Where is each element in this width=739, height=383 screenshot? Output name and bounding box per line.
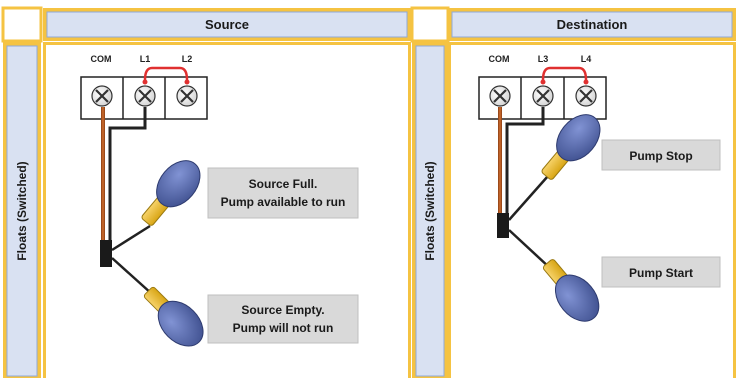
source-header-text: Source	[205, 17, 249, 32]
source-wires	[100, 107, 153, 295]
source-empty-line1: Source Empty.	[241, 303, 324, 317]
screw-icon	[489, 85, 511, 107]
source-side-label-box	[6, 45, 38, 377]
pump-start-text: Pump Start	[629, 266, 693, 280]
destination-header	[451, 11, 733, 38]
destination-terminal-com-label: COM	[489, 54, 510, 64]
source-full-line2: Pump available to run	[221, 195, 346, 209]
source-empty-label: Source Empty. Pump will not run	[207, 294, 359, 344]
source-empty-line2: Pump will not run	[233, 321, 334, 335]
destination-upper-float	[541, 114, 601, 180]
destination-side-label-box	[415, 45, 445, 377]
source-terminal-l1-label: L1	[140, 54, 151, 64]
destination-terminal-l4-label: L4	[581, 54, 592, 64]
screw-icon	[532, 85, 554, 107]
destination-cable-junction	[497, 213, 509, 238]
pump-stop-label: Pump Stop	[601, 139, 721, 171]
destination-header-text: Destination	[557, 17, 628, 32]
destination-wires	[497, 107, 551, 269]
destination-jumper-wire	[541, 66, 588, 81]
source-full-label: Source Full. Pump available to run	[207, 167, 359, 219]
destination-lower-float	[542, 259, 600, 322]
screw-icon	[134, 85, 156, 107]
source-terminal-l2-label: L2	[182, 54, 193, 64]
destination-side-label: Floats (Switched)	[423, 161, 437, 260]
source-upper-float	[141, 160, 201, 226]
destination-terminal-l3-label: L3	[538, 54, 549, 64]
screw-icon	[91, 85, 113, 107]
layout-frame	[1, 6, 736, 381]
pump-stop-text: Pump Stop	[629, 149, 692, 163]
screw-icon	[575, 85, 597, 107]
pump-start-label: Pump Start	[601, 256, 721, 288]
screw-icon	[176, 85, 198, 107]
source-full-line1: Source Full.	[249, 177, 318, 191]
source-terminal-com-label: COM	[91, 54, 112, 64]
source-jumper-wire	[143, 66, 189, 81]
corner-cell-middle	[410, 6, 450, 43]
corner-cell-left	[1, 6, 43, 43]
source-side-label: Floats (Switched)	[15, 161, 29, 260]
source-lower-float	[143, 286, 204, 347]
source-cable-junction	[100, 240, 112, 267]
source-header	[46, 11, 408, 38]
